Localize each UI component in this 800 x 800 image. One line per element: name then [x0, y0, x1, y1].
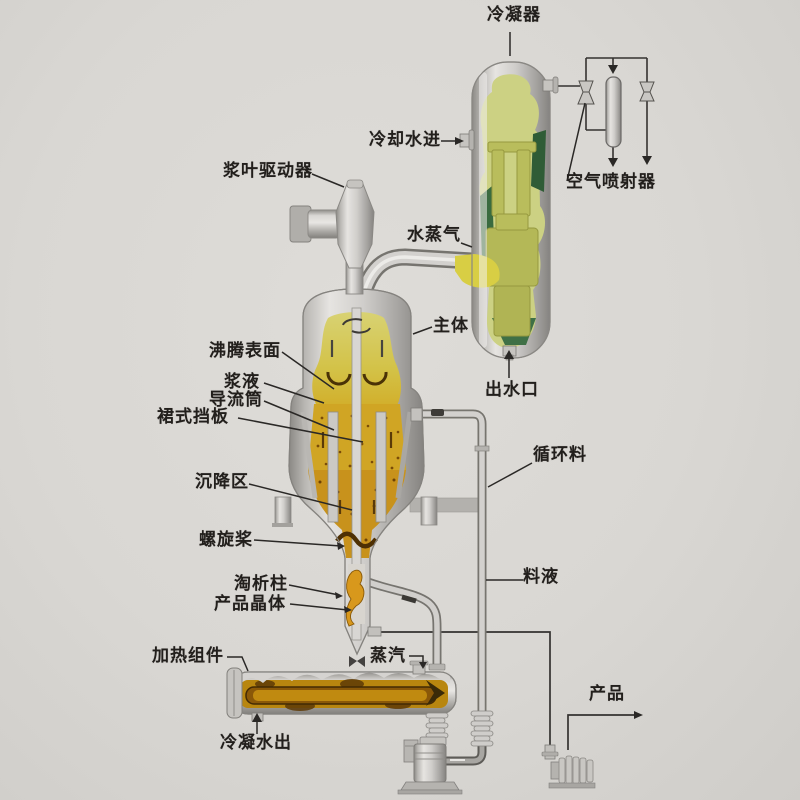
label-settling-zone: 沉降区	[195, 472, 249, 491]
tube-end-chevron	[426, 680, 445, 706]
product-takeoff-nozzle	[367, 626, 382, 637]
label-feed-liquid: 料液	[523, 567, 559, 586]
main-vessel	[288, 288, 425, 667]
leader-steam	[409, 655, 424, 664]
draft-tube-wall	[375, 411, 387, 523]
condenser-dark-patch	[531, 130, 546, 192]
product-discharge-line	[567, 714, 637, 750]
leader-air-ejector	[566, 102, 586, 182]
product-arrowhead	[634, 711, 643, 719]
leader-settling-zone	[248, 483, 353, 511]
agitator-shaft	[351, 307, 362, 641]
shell-highlight	[479, 72, 487, 348]
label-product-crystals: 产品晶体	[214, 594, 286, 613]
condenser-tray-stack	[485, 141, 539, 337]
leader-slurry	[263, 382, 325, 404]
leader-boiling-surface	[281, 351, 335, 390]
cutaway-torn-edge	[237, 672, 450, 687]
expansion-bellows	[425, 710, 494, 747]
label-propeller: 螺旋桨	[199, 530, 253, 549]
vapor-pipe	[355, 248, 473, 295]
driver-top-cap	[346, 179, 364, 189]
flow-hook	[326, 371, 352, 386]
heating-assembly	[226, 660, 457, 722]
label-condensate-out: 冷凝水出	[220, 733, 292, 752]
product-crystal-plug	[345, 569, 365, 627]
skirt-baffle-wall	[395, 411, 413, 499]
air-ejector-assembly	[557, 57, 655, 167]
label-circulating-feed: 循环料	[533, 445, 587, 464]
label-slurry: 浆液	[224, 372, 260, 391]
leader-paddle-driver	[311, 173, 345, 188]
driver-spindle	[335, 183, 375, 269]
leader-heating-assembly	[227, 656, 249, 672]
down-arrowhead	[608, 158, 618, 167]
leader-main-body	[412, 326, 433, 335]
paddle-driver	[289, 179, 375, 295]
leader-draft-tube	[263, 400, 335, 431]
flow-hook	[362, 371, 388, 386]
down-arrowhead	[642, 156, 652, 165]
pump-suction-elbow	[444, 744, 487, 766]
circulation-return-nozzle	[410, 407, 423, 422]
ejector-nozzle	[577, 80, 655, 105]
label-main-body: 主体	[433, 316, 469, 335]
rotation-arc	[342, 318, 363, 326]
driver-side-port	[307, 209, 341, 239]
propeller-blades	[335, 531, 378, 549]
label-product: 产品	[589, 684, 625, 703]
vessel-supports	[272, 496, 485, 527]
down-arrowhead	[608, 65, 618, 74]
label-condenser: 冷凝器	[487, 5, 541, 24]
intercondenser-cylinder	[605, 76, 622, 148]
leader-arrowheads	[252, 137, 514, 722]
pump-base	[548, 782, 596, 789]
leader-lines	[227, 32, 586, 734]
pump-body	[413, 743, 447, 783]
label-paddle-driver: 浆叶驱动器	[223, 161, 313, 180]
label-water-outlet: 出水口	[485, 380, 539, 399]
label-elutriation-column: 淘析柱	[234, 574, 288, 593]
leader-elutriation	[288, 584, 340, 596]
leader-propeller	[253, 539, 342, 547]
label-water-vapor: 水蒸气	[407, 225, 461, 244]
pipe-clamp	[431, 409, 444, 416]
pump-rib-casing	[558, 755, 594, 785]
circulation-riser-pipe	[420, 409, 490, 714]
condenser-vessel	[455, 61, 559, 361]
return-pipe-flange	[428, 663, 446, 671]
pipe-clamp	[401, 594, 417, 604]
label-skirt-baffle: 裙式挡板	[157, 407, 229, 426]
skirt-baffle-wall	[300, 411, 318, 499]
leader-water-vapor	[460, 242, 473, 248]
label-boiling-surface: 沸腾表面	[209, 341, 281, 360]
label-heating-assembly: 加热组件	[152, 646, 224, 665]
circulation-pump	[397, 736, 463, 795]
label-draft-tube: 导流筒	[209, 390, 263, 409]
label-air-ejector: 空气喷射器	[566, 172, 656, 191]
leader-circulating-feed	[487, 462, 533, 488]
leader-product-crystal	[289, 603, 349, 611]
pump-base	[397, 789, 463, 795]
label-steam: 蒸汽	[370, 646, 406, 665]
pipe-flange	[474, 445, 490, 452]
pump-skirt	[400, 781, 460, 791]
leader-skirt-baffle	[237, 417, 364, 443]
rotation-arc	[351, 327, 371, 334]
slurry-downcomer-pipe	[366, 577, 442, 670]
drain-valve-mark	[349, 656, 365, 667]
product-pump	[541, 744, 596, 789]
label-cooling-water-in: 冷却水进	[369, 130, 441, 149]
vapor-inflow-splash	[455, 254, 500, 288]
draft-tube-wall	[327, 411, 339, 523]
